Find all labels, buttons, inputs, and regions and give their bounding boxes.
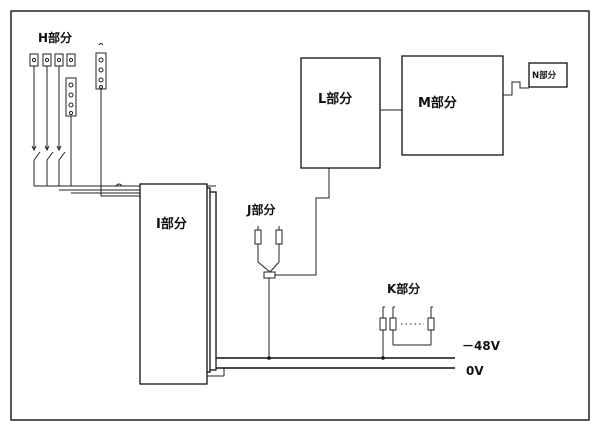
outer-frame	[10, 10, 590, 421]
label-j-part: J部分	[246, 202, 275, 217]
label-m-part: M部分	[418, 95, 457, 111]
label-l-part: L部分	[318, 91, 352, 107]
power-rails	[207, 357, 455, 377]
label-k-part: K部分	[387, 281, 420, 296]
m-unit	[401, 55, 504, 156]
label-n-part: N部分	[532, 70, 557, 81]
h-connectors	[29, 53, 77, 117]
k-fuse-row	[379, 306, 435, 360]
l-unit	[300, 57, 381, 169]
label-neg48v: －48V	[462, 339, 501, 353]
g-connector-strip	[95, 43, 107, 90]
n-unit	[528, 62, 568, 88]
i-unit	[139, 183, 217, 385]
h-wires	[31, 66, 140, 197]
label-0v: 0V	[466, 364, 484, 378]
j-fuse-assembly	[254, 168, 330, 360]
label-i-part: I部分	[156, 216, 187, 232]
m-n-link	[503, 81, 529, 96]
label-h-part: H部分	[38, 30, 72, 45]
